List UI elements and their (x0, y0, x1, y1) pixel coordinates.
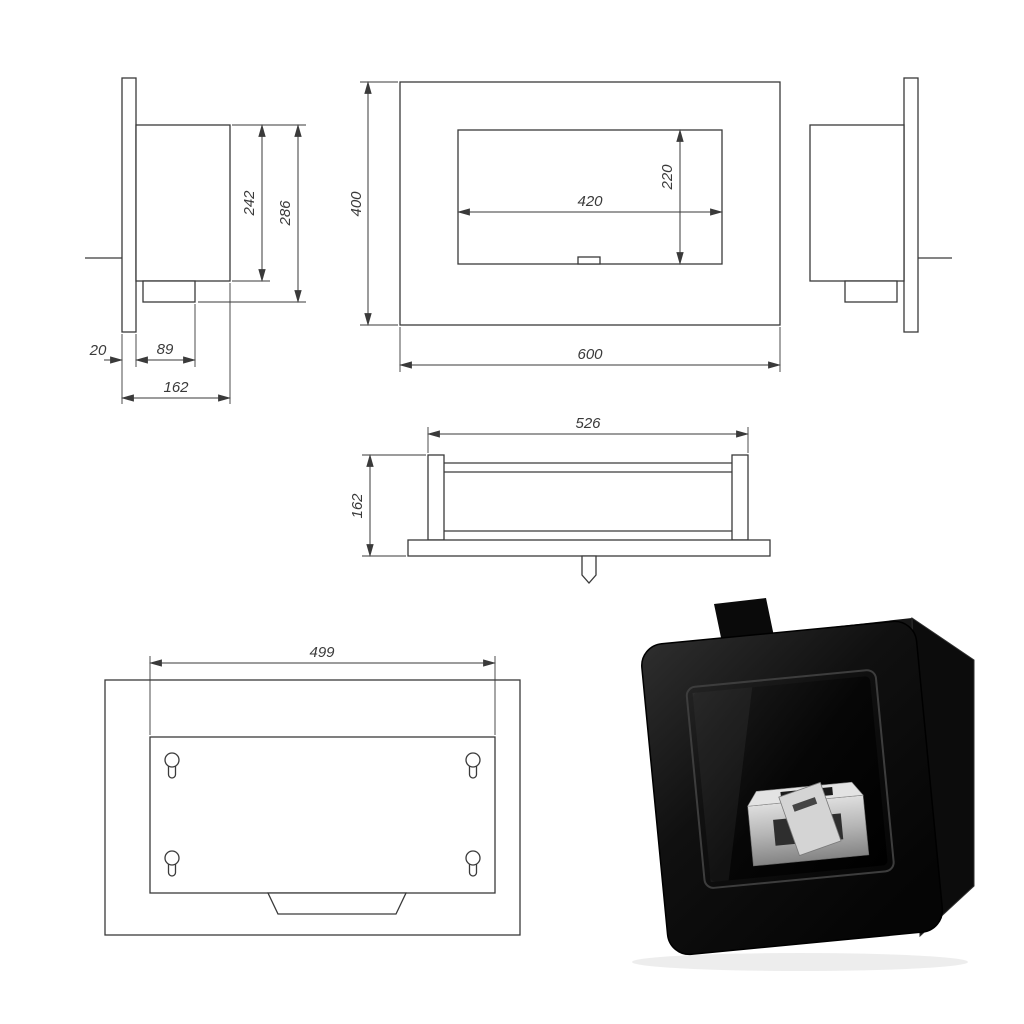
burner-unit (747, 781, 870, 867)
dim-label-89: 89 (157, 341, 174, 358)
wall-plate (903, 77, 919, 333)
keyhole-mount-bottom-left (164, 850, 180, 877)
dim-label-526: 526 (575, 415, 601, 432)
dim-label-600: 600 (577, 346, 603, 363)
dim-label-400: 400 (348, 191, 365, 217)
dim-label-20: 20 (89, 342, 107, 359)
dim-label-420: 420 (577, 193, 603, 210)
extension-lines (149, 656, 496, 735)
keyhole-mount-top-left (164, 752, 180, 779)
extension-lines (362, 427, 749, 557)
product-render-3d (632, 598, 975, 971)
back-view: 499 (104, 644, 521, 936)
flame-regulator-tool (778, 781, 842, 857)
side-wall-left (427, 454, 445, 541)
burner-housing-side (142, 280, 196, 303)
fireplace-body-side (135, 124, 231, 282)
extension-lines (121, 124, 306, 404)
dim-label-286: 286 (277, 200, 294, 227)
dim-label-162: 162 (163, 379, 189, 396)
front-view: 400 420 220 600 (348, 80, 782, 372)
dim-label-162-top: 162 (349, 493, 366, 519)
burner-housing-side (844, 280, 898, 303)
dim-label-220: 220 (659, 164, 676, 191)
opening-bevel-edge (685, 669, 895, 889)
bottom-tab (266, 892, 408, 915)
front-assembly (641, 620, 944, 956)
top-view: 526 162 (349, 415, 771, 584)
render-shadow (632, 953, 968, 971)
front-burner-slot (577, 256, 601, 265)
dim-label-242: 242 (241, 190, 258, 217)
side-view-left: 242 286 20 89 162 (85, 77, 306, 404)
side-view-right (809, 77, 952, 333)
mounting-flange (407, 539, 771, 557)
side-wall-right (731, 454, 749, 541)
center-tab (581, 555, 597, 584)
fireplace-body-side (809, 124, 905, 282)
glass-reflection (692, 687, 753, 883)
keyhole-mount-bottom-right (465, 850, 481, 877)
keyhole-mount-top-right (465, 752, 481, 779)
wall-plate (121, 77, 137, 333)
back-inner-box (149, 736, 496, 894)
dim-label-499: 499 (309, 644, 335, 661)
